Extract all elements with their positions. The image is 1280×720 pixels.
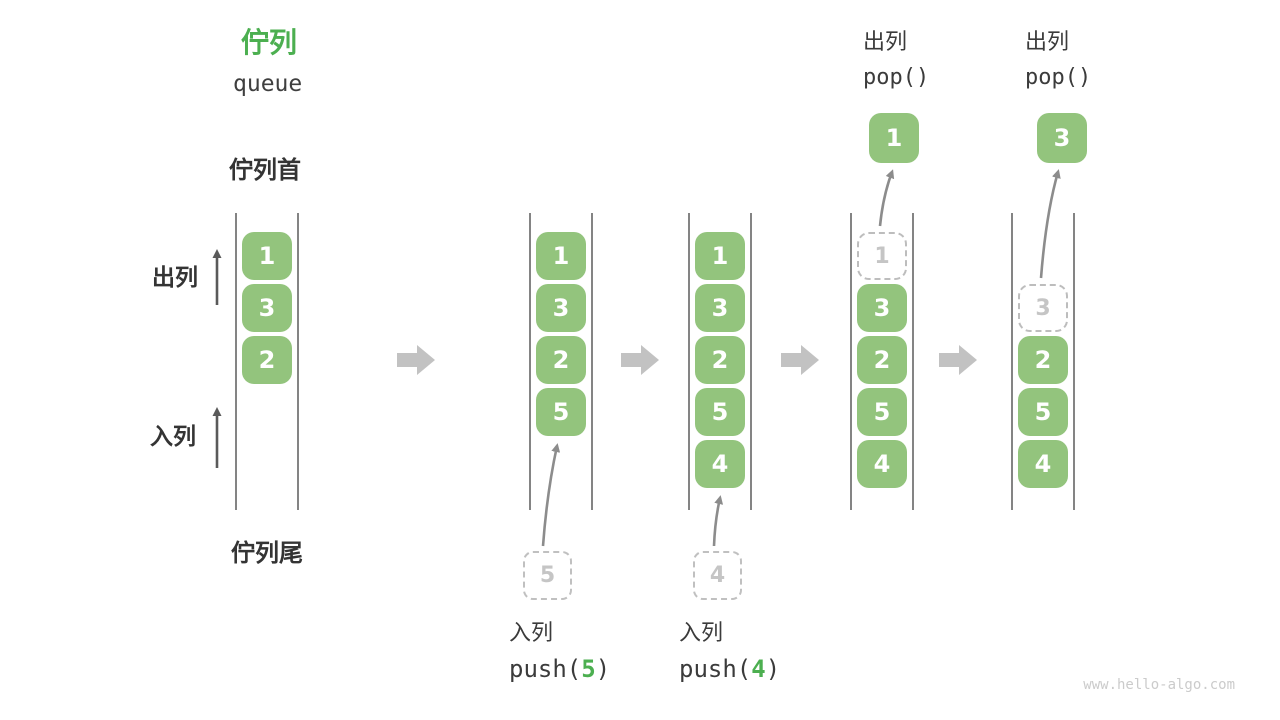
push-label-code: push(5)	[509, 655, 611, 683]
flow-arrow-icon-2	[621, 345, 659, 375]
page-title: 佇列	[241, 26, 298, 59]
queue-element-step-5-after-pop-3-row2-removed: 3	[1018, 284, 1068, 332]
popped-element-3: 3	[1037, 113, 1087, 163]
queue-element-step-2-after-push-5-row1: 1	[536, 232, 586, 280]
push-label-code: push(4)	[679, 655, 781, 683]
queue-element-step-4-after-pop-1-row2: 3	[857, 284, 907, 332]
enqueue-side-label: 入列	[150, 424, 196, 450]
queue-element-step-3-after-push-4-row5: 4	[695, 440, 745, 488]
flow-arrow-icon-3	[781, 345, 819, 375]
queue-element-step-5-after-pop-3-row5: 4	[1018, 440, 1068, 488]
queue-element-step-2-after-push-5-row4: 5	[536, 388, 586, 436]
queue-element-step-5-after-pop-3-row3: 2	[1018, 336, 1068, 384]
push-arg-value: 5	[581, 655, 596, 683]
queue-element-step-1-row2: 3	[242, 284, 292, 332]
queue-element-step-4-after-pop-1-row5: 4	[857, 440, 907, 488]
pending-element-4: 4	[693, 551, 742, 600]
push-operation-label-2: 入列 push(4)	[679, 621, 781, 683]
push-label-zh: 入列	[509, 621, 554, 646]
queue-element-step-1-row1: 1	[242, 232, 292, 280]
push-arg-value: 4	[751, 655, 766, 683]
push-operation-label-1: 入列 push(5)	[509, 621, 611, 683]
queue-element-step-3-after-push-4-row3: 2	[695, 336, 745, 384]
queue-element-step-2-after-push-5-row3: 2	[536, 336, 586, 384]
flow-arrow-icon-4	[939, 345, 977, 375]
watermark: www.hello-algo.com	[1083, 677, 1235, 693]
queue-element-step-3-after-push-4-row4: 5	[695, 388, 745, 436]
pop-label-code: pop()	[1025, 65, 1092, 90]
pop-label-code: pop()	[863, 65, 930, 90]
enqueue-arrow-icon-push5	[541, 443, 561, 547]
queue-element-step-3-after-push-4-row1: 1	[695, 232, 745, 280]
pop-operation-label-1: 出列 pop()	[863, 32, 929, 89]
queue-element-step-3-after-push-4-row2: 3	[695, 284, 745, 332]
queue-element-step-4-after-pop-1-row1-removed: 1	[857, 232, 907, 280]
pending-element-5: 5	[523, 551, 572, 600]
popped-element-1: 1	[869, 113, 919, 163]
queue-element-step-2-after-push-5-row2: 3	[536, 284, 586, 332]
pop-arrow-icon-3	[1039, 169, 1061, 279]
queue-element-step-4-after-pop-1-row4: 5	[857, 388, 907, 436]
pop-arrow-icon-1	[878, 169, 895, 227]
dequeue-side-label: 出列	[152, 265, 198, 291]
pop-label-zh: 出列	[1025, 30, 1070, 55]
pop-label-zh: 出列	[863, 30, 908, 55]
enqueue-arrow-icon-push4	[712, 495, 724, 547]
queue-front-label: 佇列首	[229, 156, 301, 184]
queue-element-step-4-after-pop-1-row3: 2	[857, 336, 907, 384]
queue-element-step-1-row3: 2	[242, 336, 292, 384]
pop-operation-label-2: 出列 pop()	[1025, 32, 1091, 89]
flow-arrow-icon-1	[397, 345, 435, 375]
queue-rear-label: 佇列尾	[231, 539, 303, 567]
push-label-zh: 入列	[679, 621, 724, 646]
queue-element-step-5-after-pop-3-row4: 5	[1018, 388, 1068, 436]
page-subtitle: queue	[233, 71, 303, 97]
